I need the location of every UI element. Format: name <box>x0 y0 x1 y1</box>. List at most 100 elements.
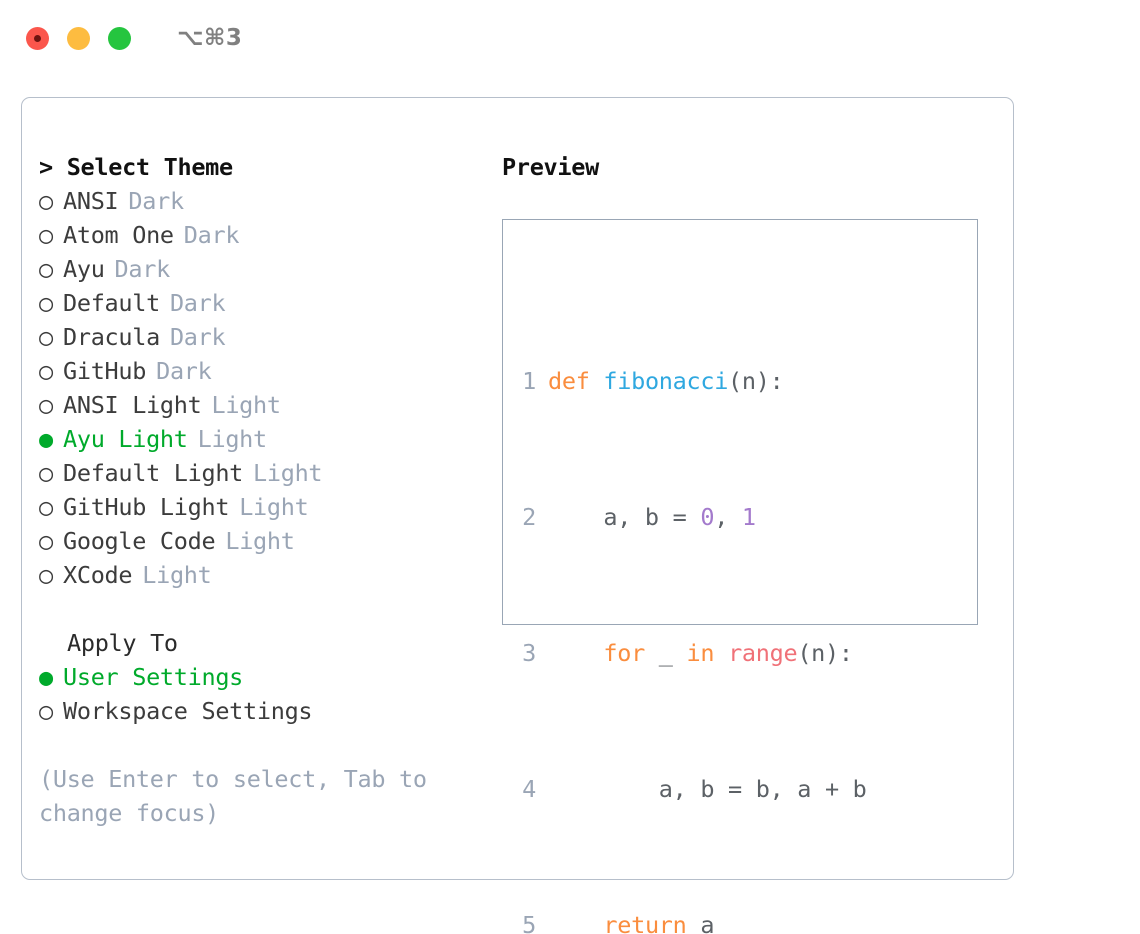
spacer <box>39 592 489 626</box>
theme-option-ayu-dark[interactable]: ○ Ayu Dark <box>39 252 489 286</box>
code-token-plain <box>548 911 603 934</box>
theme-option-xcode[interactable]: ○ XCode Light <box>39 558 489 592</box>
preview-heading: Preview <box>502 153 599 181</box>
radio-icon: ○ <box>39 289 53 317</box>
theme-option-github-dark[interactable]: ○ GitHub Dark <box>39 354 489 388</box>
radio-icon: ○ <box>39 561 53 589</box>
theme-option-label: XCode <box>63 561 133 589</box>
theme-option-variant: Light <box>197 425 268 453</box>
zoom-button-icon[interactable] <box>108 26 131 50</box>
theme-option-variant: Light <box>225 527 295 555</box>
theme-option-variant: Light <box>253 459 323 487</box>
theme-option-default-light[interactable]: ○ Default Light Light <box>39 456 489 490</box>
code-line: 2 a, b = 0, 1 <box>520 500 894 534</box>
code-line: 4 a, b = b, a + b <box>520 772 894 806</box>
code-token-plain: , <box>714 503 742 531</box>
theme-option-label: ANSI Light <box>63 391 202 419</box>
radio-icon: ○ <box>39 221 53 249</box>
code-token-plain: a, b = b, a + b <box>548 775 867 803</box>
radio-icon: ○ <box>39 493 53 521</box>
code-token-function: fibonacci <box>603 367 729 395</box>
main-panel: > Select Theme ○ ANSI Dark ○ Atom One Da… <box>21 97 1014 934</box>
radio-icon: ○ <box>39 459 53 487</box>
theme-option-label: Ayu Light <box>63 425 188 453</box>
theme-option-label: Atom One <box>63 221 174 249</box>
code-line: 5 return a <box>520 908 894 934</box>
theme-option-ayu-light[interactable]: ● Ayu Light Light <box>39 422 489 456</box>
theme-option-label: Google Code <box>63 527 216 555</box>
theme-option-default-dark[interactable]: ○ Default Dark <box>39 286 489 320</box>
theme-option-label: GitHub Light <box>63 493 230 521</box>
code-token-plain <box>714 639 728 667</box>
line-number: 3 <box>522 639 536 667</box>
line-number: 1 <box>522 367 536 395</box>
keyboard-shortcut-label: ⌥⌘3 <box>177 25 243 51</box>
theme-option-variant: Dark <box>128 187 184 215</box>
window-controls <box>26 26 131 50</box>
radio-icon: ○ <box>39 697 53 725</box>
radio-icon-selected: ● <box>39 663 53 691</box>
code-token-plain <box>548 639 603 667</box>
code-token-plain: _ <box>644 639 687 667</box>
theme-option-variant: Dark <box>169 323 226 351</box>
theme-option-dracula-dark[interactable]: ○ Dracula Dark <box>39 320 489 354</box>
radio-icon: ○ <box>39 255 53 283</box>
theme-picker-column: > Select Theme ○ ANSI Dark ○ Atom One Da… <box>39 150 489 830</box>
theme-option-variant: Dark <box>114 255 171 283</box>
keyboard-hint-text: (Use Enter to select, Tab to change focu… <box>39 765 427 827</box>
code-token-plain: a <box>686 911 715 934</box>
theme-option-ansi-light[interactable]: ○ ANSI Light Light <box>39 388 489 422</box>
theme-option-label: Ayu <box>63 255 105 283</box>
line-number: 4 <box>522 775 536 803</box>
theme-option-label: ANSI <box>63 187 119 215</box>
radio-icon: ○ <box>39 527 53 555</box>
radio-icon: ○ <box>39 391 53 419</box>
theme-option-variant: Light <box>239 493 309 521</box>
radio-icon-selected: ● <box>39 425 53 453</box>
title-bar: ⌥⌘3 <box>0 0 1140 76</box>
code-token-keyword: def <box>548 367 590 395</box>
theme-option-label: Default <box>63 289 160 317</box>
close-button-icon[interactable] <box>26 26 49 50</box>
apply-to-option-label: Workspace Settings <box>63 697 313 725</box>
code-token-number: 1 <box>741 503 756 531</box>
apply-to-option-list: ● User Settings ○ Workspace Settings <box>39 660 489 728</box>
theme-option-variant: Light <box>142 561 212 589</box>
spacer <box>39 728 489 762</box>
code-token-keyword: return <box>603 911 687 934</box>
code-token-plain <box>590 367 604 395</box>
radio-icon: ○ <box>39 323 53 351</box>
theme-option-atom-one-dark[interactable]: ○ Atom One Dark <box>39 218 489 252</box>
theme-option-label: Default Light <box>63 459 244 487</box>
code-token-plain: (n): <box>797 639 853 667</box>
theme-option-variant: Dark <box>156 357 212 385</box>
apply-to-heading: Apply To <box>67 629 178 657</box>
select-theme-heading: > Select Theme <box>39 153 233 181</box>
radio-icon: ○ <box>39 187 53 215</box>
line-number: 5 <box>522 911 536 934</box>
theme-option-ansi-dark[interactable]: ○ ANSI Dark <box>39 184 489 218</box>
code-token-keyword: in <box>686 639 715 667</box>
code-token-plain: (n): <box>728 367 784 395</box>
apply-to-option-user-settings[interactable]: ● User Settings <box>39 660 489 694</box>
theme-option-google-code[interactable]: ○ Google Code Light <box>39 524 489 558</box>
theme-option-label: GitHub <box>63 357 147 385</box>
theme-option-variant: Dark <box>183 221 240 249</box>
code-token-number: 0 <box>700 503 715 531</box>
code-line: 1 def fibonacci(n): <box>520 364 894 398</box>
code-token-keyword: for <box>603 639 645 667</box>
code-token-plain: a, b = <box>548 503 701 531</box>
theme-option-variant: Light <box>211 391 281 419</box>
line-number: 2 <box>522 503 536 531</box>
apply-to-option-label: User Settings <box>63 663 244 691</box>
radio-icon: ○ <box>39 357 53 385</box>
theme-option-github-light[interactable]: ○ GitHub Light Light <box>39 490 489 524</box>
code-line: 3 for _ in range(n): <box>520 636 894 670</box>
code-token-call: range <box>728 639 798 667</box>
minimize-button-icon[interactable] <box>67 26 90 50</box>
apply-to-option-workspace-settings[interactable]: ○ Workspace Settings <box>39 694 489 728</box>
